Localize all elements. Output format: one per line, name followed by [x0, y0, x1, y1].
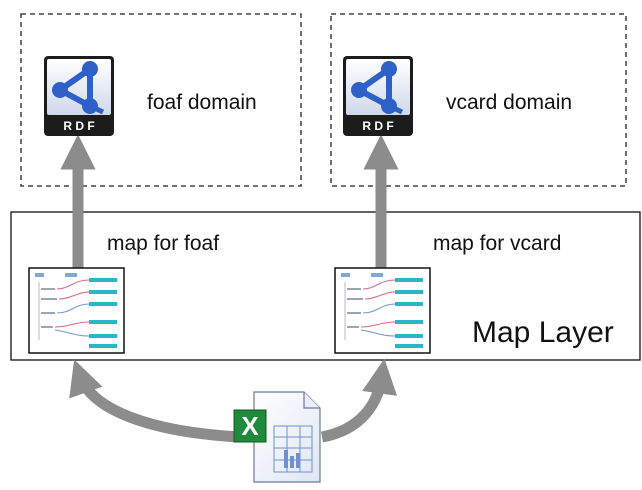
svg-text:X: X — [241, 411, 259, 441]
foaf-map-label: map for foaf — [107, 232, 219, 255]
map-layer-box — [10, 211, 641, 361]
rdf-icon-letters: R D F — [63, 119, 94, 133]
rdf-icon-letters: R D F — [362, 119, 393, 133]
rdf-icon: R D F — [44, 56, 114, 136]
vcard-domain-box — [330, 13, 627, 187]
foaf-domain-label: foaf domain — [147, 91, 257, 114]
vcard-map-label: map for vcard — [433, 232, 561, 255]
map-layer-label: Map Layer — [472, 316, 614, 349]
arrow-source-to-foaf-map — [69, 359, 241, 443]
mapping-thumbnail-icon — [28, 267, 125, 354]
vcard-domain-label: vcard domain — [446, 91, 572, 114]
mapping-thumbnail-icon — [334, 267, 431, 354]
foaf-domain-box — [20, 13, 302, 187]
arrow-source-to-vcard-map — [320, 358, 398, 443]
rdf-icon: R D F — [343, 56, 413, 136]
excel-spreadsheet-icon: X — [233, 391, 321, 483]
